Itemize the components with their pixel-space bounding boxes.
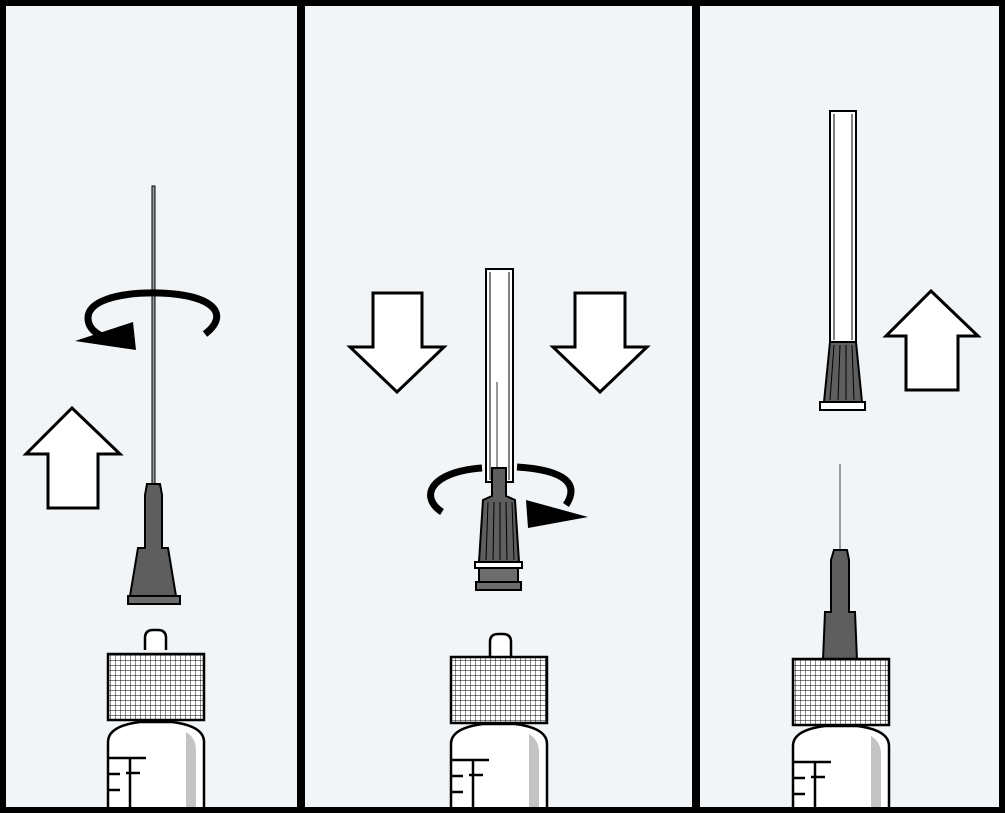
luer-lock-collar (106, 652, 206, 722)
syringe-icon (106, 628, 206, 807)
up-arrow-icon (882, 288, 982, 392)
syringe-icon (791, 657, 891, 807)
luer-lock-collar (449, 655, 549, 725)
syringe-barrel (106, 720, 206, 807)
barrel-graduations (793, 760, 831, 807)
panel-3 (791, 110, 982, 807)
barrel-graduations (108, 756, 146, 807)
panel-1 (22, 185, 221, 807)
down-arrow-icon (549, 291, 651, 395)
panel-2 (346, 268, 651, 807)
needle-cap-icon (819, 110, 866, 411)
needle-icon (821, 464, 859, 661)
down-arrow-icon (346, 291, 448, 395)
rotate-arrow-icon (427, 463, 588, 528)
rotate-arrow-icon (75, 289, 221, 350)
barrel-graduations (451, 758, 489, 807)
up-arrow-icon (22, 405, 124, 510)
syringe-barrel (791, 724, 891, 807)
syringe-barrel (449, 722, 549, 807)
needle-icon (127, 185, 181, 605)
luer-lock-collar (791, 657, 891, 727)
syringe-icon (449, 632, 549, 807)
needle-hub (474, 467, 523, 591)
needle-cap-icon (485, 268, 514, 483)
